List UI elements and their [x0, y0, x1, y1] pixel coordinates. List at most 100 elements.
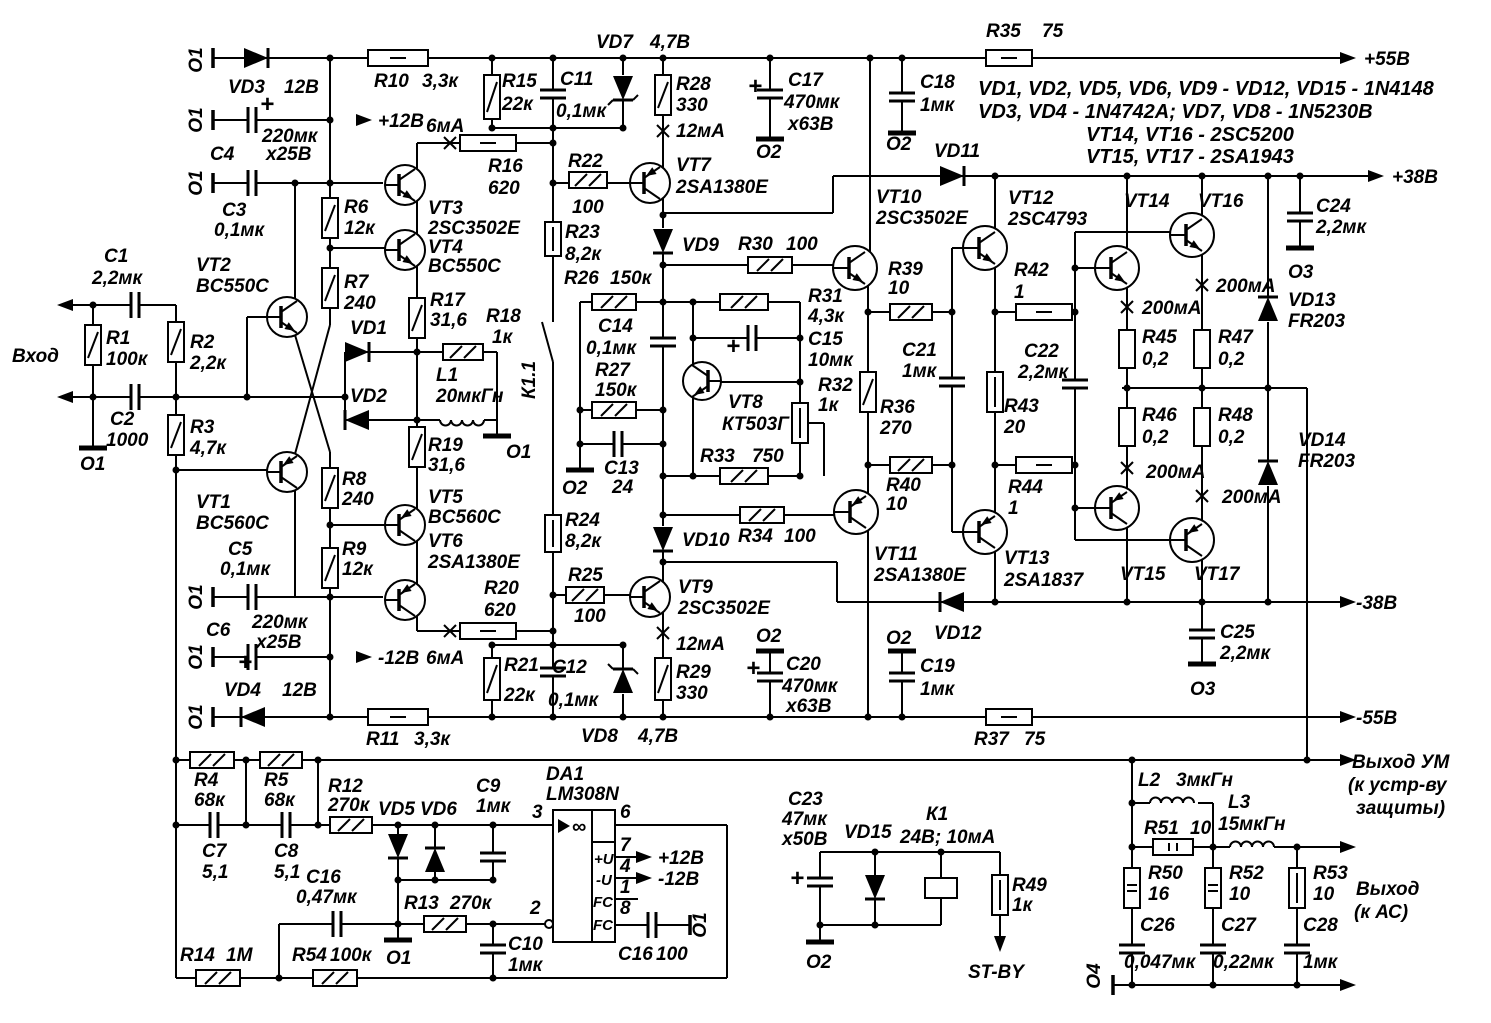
label-VD6: VD6 — [420, 799, 457, 820]
label-R39: R39 — [888, 259, 923, 280]
opamp-triangle — [558, 819, 570, 833]
label-R14: R14 — [180, 945, 215, 966]
junction-dot — [1209, 981, 1217, 989]
label-1к: 1к — [492, 327, 514, 348]
label-О2: О2 — [756, 142, 782, 163]
label-47к: 4,7к — [189, 438, 227, 459]
label-022мк: 0,22мк — [1213, 952, 1275, 973]
junction-dot — [948, 461, 956, 469]
label-VD1VD2VD5VD6VD9-VD12: VD1, VD2, VD5, VD6, VD9 - VD12, VD15 - 1… — [978, 78, 1435, 100]
junction-dot — [172, 466, 180, 474]
arrow-head — [57, 391, 73, 403]
junction-dot — [1071, 461, 1079, 469]
resistor-mark — [657, 81, 669, 109]
label-VD3VD4-1N4742AVD7VD8: VD3, VD4 - 1N4742A; VD7, VD8 - 1N5230B — [978, 101, 1373, 123]
transistor-collector — [848, 251, 866, 264]
label-R48: R48 — [1218, 405, 1253, 426]
label-R43: R43 — [1004, 396, 1039, 417]
resistor-mark — [897, 305, 911, 319]
label-16: 16 — [1148, 884, 1170, 905]
transistor-arrow — [982, 253, 993, 262]
transistor-arrow — [646, 167, 657, 176]
label-C16: C16 — [618, 944, 653, 965]
label-L2: L2 — [1138, 770, 1161, 791]
label-1мк: 1мк — [902, 361, 938, 382]
label--55В: -55В — [1356, 708, 1397, 729]
resistor-mark — [614, 403, 628, 417]
label-О2: О2 — [886, 134, 912, 155]
transistor-arrow — [1188, 524, 1199, 533]
label-316: 31,6 — [430, 310, 467, 331]
label-2SA1837: 2SA1837 — [1003, 570, 1085, 591]
label-750: 750 — [752, 446, 784, 467]
label-R42: R42 — [1014, 260, 1049, 281]
diode-triangle — [241, 707, 265, 727]
label-VD1: VD1 — [350, 318, 387, 339]
label--U: -U — [596, 872, 613, 889]
zener-tick — [607, 663, 614, 670]
label-200мА: 200мА — [1215, 276, 1275, 297]
label-2SC4793: 2SC4793 — [1007, 209, 1088, 230]
resistor-mark — [335, 971, 349, 985]
label-100к: 100к — [106, 349, 149, 370]
junction-dot — [326, 116, 334, 124]
resistor-mark — [170, 328, 182, 356]
label-270к: 270к — [449, 893, 493, 914]
label-C23: C23 — [788, 789, 823, 810]
label-О1: О1 — [690, 912, 711, 937]
junction-dot — [689, 472, 697, 480]
transistor-emitter — [398, 604, 416, 617]
label-LM308N: LM308N — [546, 784, 620, 805]
arrow-head — [356, 651, 372, 663]
label-х63В: х63В — [785, 696, 832, 717]
resistor-mark — [770, 258, 784, 272]
label-82к: 8,2к — [565, 244, 602, 265]
measure-cross — [656, 626, 670, 640]
label-R37: R37 — [974, 729, 1010, 750]
diode-triangle — [1258, 461, 1278, 485]
label-О1: О1 — [186, 704, 207, 729]
label-FR203: FR203 — [1288, 311, 1345, 332]
label-12В: 12В — [282, 680, 317, 701]
measure-cross — [1120, 300, 1134, 314]
label-6: 6 — [620, 802, 631, 823]
label-12В: 12В — [284, 77, 319, 98]
label-240: 240 — [341, 489, 374, 510]
label-01мк: 0,1мк — [214, 220, 265, 241]
measure-cross — [443, 136, 457, 150]
junction-dot — [326, 244, 334, 252]
label-15мкГн: 15мкГн — [1218, 814, 1286, 835]
label-33к: 3,3к — [414, 729, 451, 750]
arrow-head — [1340, 754, 1356, 766]
label-C18: C18 — [920, 72, 955, 93]
label-C11: C11 — [560, 69, 593, 90]
label-+38В: +38В — [1392, 167, 1438, 188]
arrow-head — [636, 851, 652, 863]
label-О2: О2 — [806, 952, 832, 973]
transistor-emitter — [978, 536, 996, 549]
label-47В: 4,7В — [649, 32, 690, 53]
resistor-mark — [730, 469, 744, 483]
label-22к: 2,2к — [189, 353, 227, 374]
resistor-box — [719, 293, 769, 311]
resistor-box — [312, 969, 358, 987]
junction-dot — [488, 641, 496, 649]
junction-dot — [549, 124, 557, 132]
resistor-mark — [170, 421, 182, 449]
transistor-collector — [398, 168, 416, 181]
junction-dot — [326, 713, 334, 721]
transistor-arrow — [1114, 273, 1125, 282]
arrow-head — [1368, 170, 1384, 182]
junction-dot — [488, 54, 496, 62]
label-VD4: VD4 — [224, 680, 261, 701]
transistor-collector — [691, 364, 709, 377]
resistor-box — [1118, 407, 1136, 447]
junction-dot — [659, 406, 667, 414]
resistor-mark — [748, 508, 762, 522]
label-C24: C24 — [1316, 196, 1351, 217]
junction-dot — [413, 348, 421, 356]
junction-dot — [1293, 981, 1301, 989]
junction-dot — [314, 756, 322, 764]
label-R27: R27 — [595, 360, 631, 381]
resistor-mark — [449, 345, 463, 359]
